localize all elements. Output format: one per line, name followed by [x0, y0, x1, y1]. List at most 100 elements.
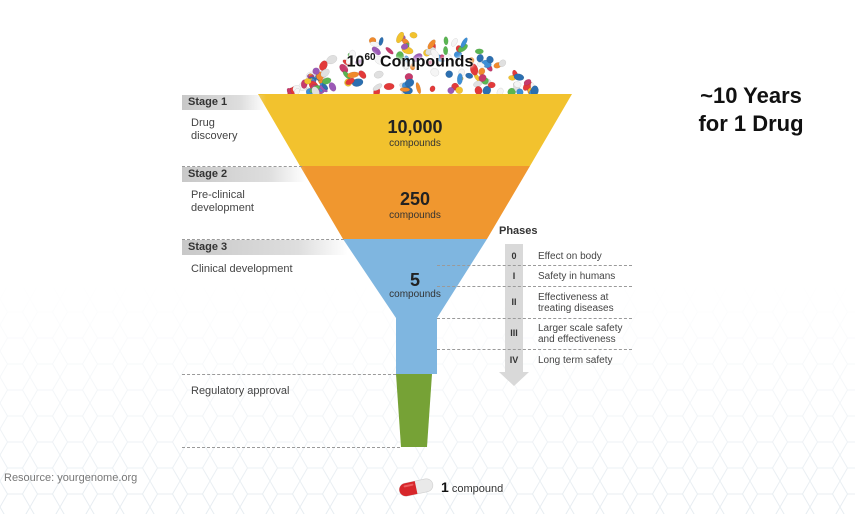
pill-mark — [373, 70, 384, 79]
pill-mark — [486, 55, 494, 64]
pill-mark — [460, 37, 468, 48]
pill-mark — [409, 31, 418, 39]
pill-mark — [478, 74, 487, 82]
separator-line — [182, 374, 396, 375]
pill-mark — [513, 81, 522, 88]
final-compound-unit: compound — [448, 483, 504, 495]
total-compounds-exponent: 60 — [364, 52, 376, 63]
pill-mark — [465, 72, 474, 79]
stage-1-desc-line: discovery — [191, 130, 238, 142]
phase-desc-line: Long term safety — [538, 355, 613, 366]
pill-mark — [371, 46, 381, 56]
timeline-headline: ~10 Years for 1 Drug — [666, 82, 836, 138]
pill-mark — [478, 67, 486, 76]
pill-mark — [395, 51, 404, 61]
phase-0-description: Effect on body — [538, 251, 602, 262]
pill-mark — [304, 77, 312, 85]
pill-mark — [322, 77, 332, 85]
pill-mark — [443, 36, 449, 46]
pill-mark — [378, 37, 384, 46]
funnel-regulatory — [396, 374, 432, 447]
stage-1-description: Drug discovery — [191, 117, 237, 143]
source-credit: Resource: yourgenome.org — [4, 472, 138, 484]
stage-2-desc-line: Pre-clinical — [191, 189, 245, 201]
pill-mark — [346, 71, 360, 79]
pill-mark — [487, 81, 496, 89]
phase-2-number: II — [511, 297, 517, 307]
phase-3-description: Larger scale safety and effectiveness — [538, 323, 623, 345]
pill-mark — [429, 85, 436, 93]
pill-mark — [415, 82, 422, 95]
pill-mark — [319, 60, 328, 71]
funnel-stage-3 — [343, 239, 487, 374]
stage-1-desc-line: Drug — [191, 117, 215, 129]
pill-mark — [427, 39, 436, 50]
phase-desc-line: Effect on body — [538, 251, 602, 262]
phase-desc-line: and effectiveness — [538, 334, 616, 345]
stage-1-tab: Stage 1 — [182, 95, 266, 110]
pill-mark — [456, 73, 463, 85]
pill-mark — [358, 70, 367, 79]
pill-mark — [339, 63, 349, 74]
phase-1-number: I — [512, 271, 516, 281]
phase-separator — [437, 318, 632, 319]
phase-separator — [437, 265, 632, 266]
stage-2-unit: compounds — [389, 210, 441, 221]
total-compounds-label: 1060 Compounds — [300, 52, 520, 71]
pill-mark — [404, 78, 415, 88]
timeline-line-1: ~10 Years — [700, 83, 802, 108]
phase-1-description: Safety in humans — [538, 271, 615, 282]
pill-mark — [385, 47, 394, 55]
stage-3-unit: compounds — [389, 289, 441, 300]
phase-separator — [437, 286, 632, 287]
pill-mark — [399, 87, 411, 92]
pill-mark — [400, 43, 409, 50]
phase-desc-line: Safety in humans — [538, 271, 616, 282]
pill-mark — [476, 62, 485, 68]
phase-desc-line: Larger scale safety — [538, 323, 623, 334]
stage-1-unit: compounds — [389, 138, 441, 149]
phase-0-number: 0 — [511, 251, 517, 261]
total-compounds-text: Compounds — [375, 53, 474, 71]
separator-line — [182, 166, 302, 167]
pill-mark — [328, 82, 337, 92]
phase-desc-line: Effectiveness at — [538, 292, 609, 303]
separator-line — [182, 447, 400, 448]
phase-4-number: IV — [509, 355, 519, 365]
pill-mark — [513, 73, 525, 81]
pill-mark — [523, 78, 532, 86]
pill-mark — [412, 53, 423, 63]
stage-2-desc-line: development — [191, 202, 254, 214]
pill-mark — [321, 83, 329, 91]
pill-mark — [443, 46, 449, 56]
stage-2-tab: Stage 2 — [182, 167, 306, 182]
capsule-icon — [399, 478, 434, 497]
pill-mark — [348, 49, 356, 59]
pill-mark — [498, 59, 507, 68]
phase-3-number: III — [510, 328, 518, 338]
stage-3-tab: Stage 3 — [182, 240, 348, 255]
stage-2-value: 250 — [399, 189, 431, 209]
pill-mark — [312, 67, 320, 75]
phase-4-description: Long term safety — [538, 355, 612, 366]
final-compound-value: 1 — [441, 479, 449, 495]
pill-mark — [426, 60, 434, 66]
pill-mark — [474, 48, 484, 55]
stage-3-value: 5 — [409, 270, 420, 290]
pill-mark — [430, 49, 440, 60]
phase-desc-line: treating diseases — [538, 303, 614, 314]
pill-mark — [467, 57, 475, 64]
phase-separator — [437, 349, 632, 350]
stage-1-value: 10,000 — [387, 117, 443, 137]
regulatory-description: Regulatory approval — [191, 385, 290, 397]
pill-mark — [351, 78, 364, 87]
pill-mark — [445, 70, 454, 78]
total-compounds-base: 10 — [346, 53, 365, 71]
timeline-line-2: for 1 Drug — [698, 111, 804, 136]
pill-mark — [447, 87, 455, 95]
pill-mark — [430, 68, 440, 77]
pill-mark — [443, 53, 452, 62]
